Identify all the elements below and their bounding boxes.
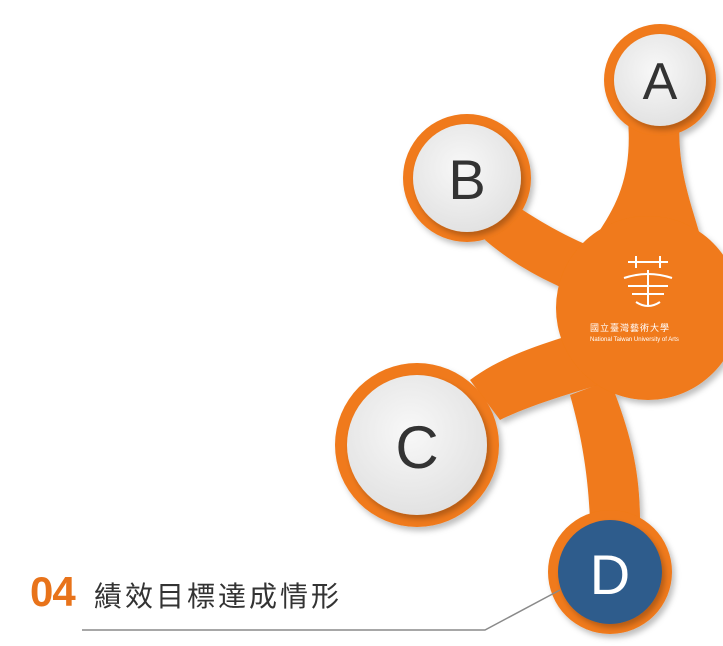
node-d-label: D [590,543,630,606]
section-title: 績效目標達成情形 [94,580,343,613]
node-c-label: C [395,414,438,481]
node-c-circle [347,375,487,515]
university-name-english: National Taiwan University of Arts [590,337,679,343]
node-d-circle [558,520,662,624]
title-pointer-line [82,589,561,631]
node-a-label: A [643,53,678,111]
node-b-label: B [448,148,485,211]
node-a-circle [614,34,706,126]
node-b-circle [413,124,521,232]
university-emblem-icon [623,256,673,307]
university-name-chinese: 國立臺灣藝術大學 [590,324,671,334]
section-number: 04 [30,568,76,615]
